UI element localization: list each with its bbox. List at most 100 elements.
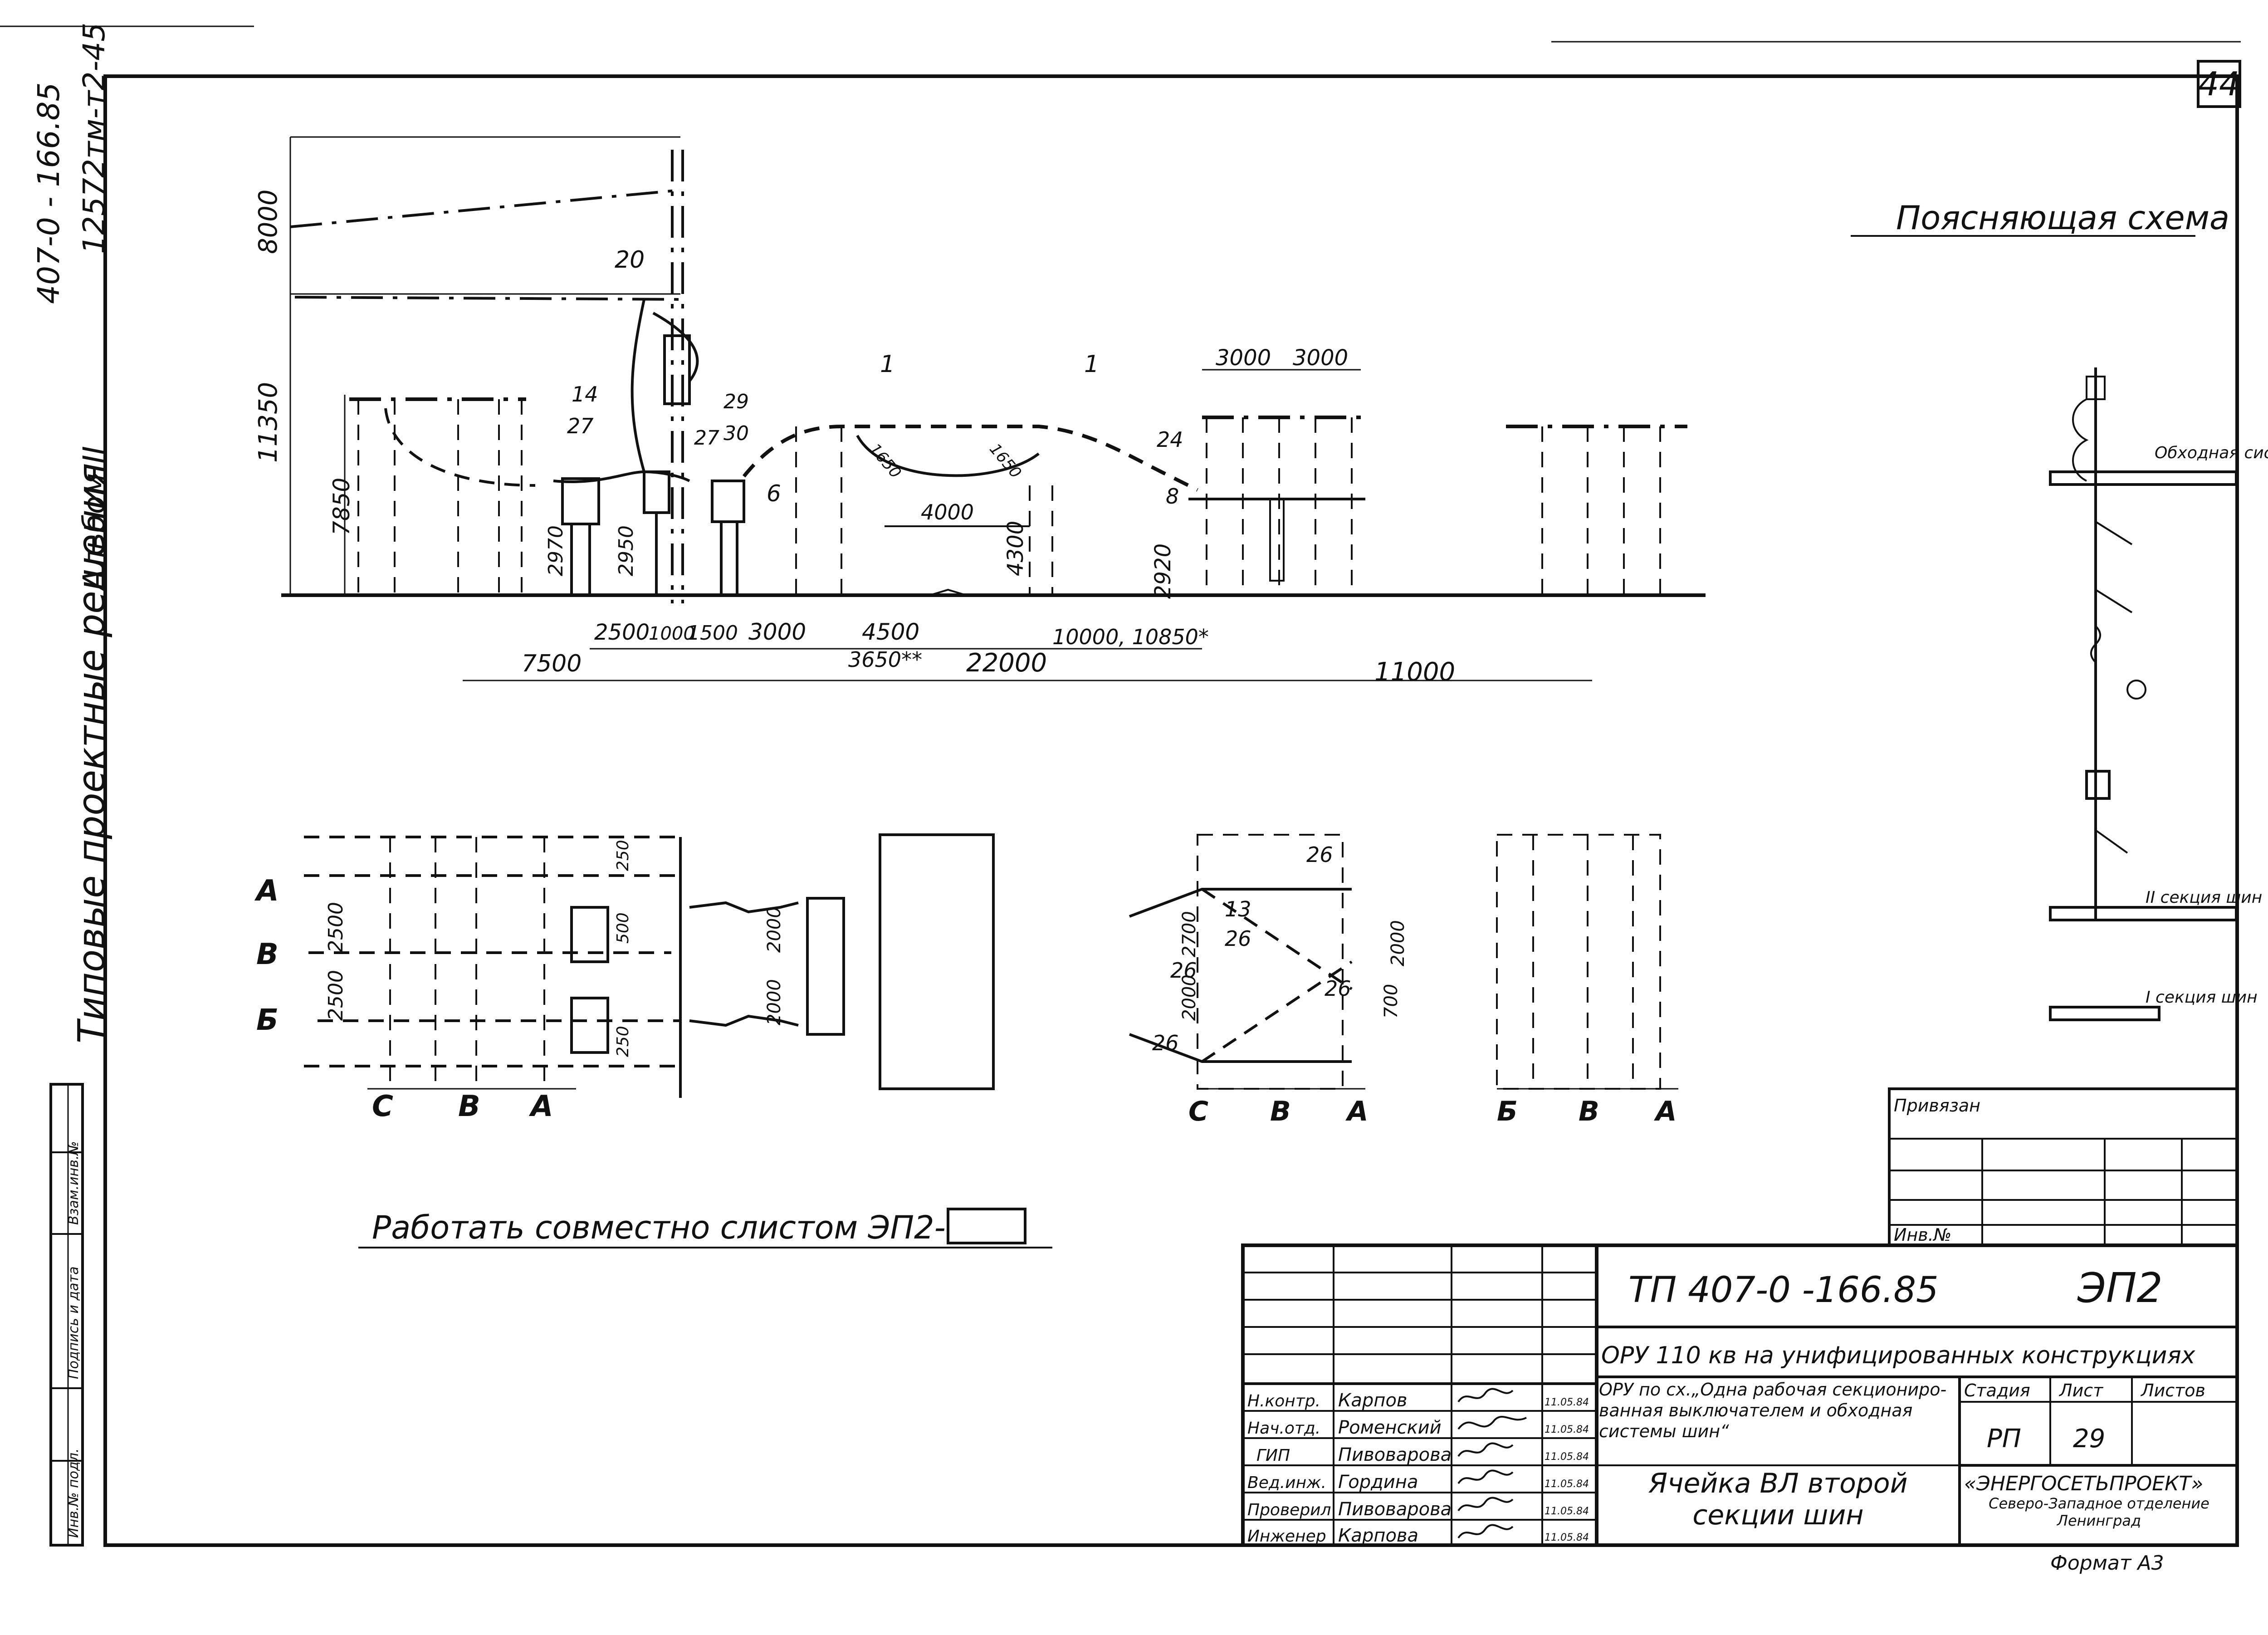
dim-2500: 2500: [594, 620, 650, 645]
dim-3000-b: 3000: [1293, 345, 1348, 371]
signature-table: Н.контр. Карпов 11.05.84 Нач.отд. Роменс…: [1247, 1388, 1589, 1546]
axis-left-v: В: [256, 938, 279, 971]
callout-14: 14: [572, 382, 598, 406]
scheme-section2-label: II секция шин: [2146, 888, 2262, 907]
object-title: ОРУ 110 кв на унифицированных конструкци…: [1601, 1342, 2196, 1369]
dim-4300: 4300: [1003, 521, 1028, 576]
sheet-code: ЭП2: [2077, 1264, 2163, 1312]
dim-3650: 3650**: [848, 647, 922, 672]
sig-date-6: 11.05.84: [1545, 1532, 1589, 1543]
sheets-header: Листов: [2140, 1380, 2205, 1400]
plan-axes: А В Б С В А С В А Б В А: [254, 874, 1677, 1127]
scheme-title: Поясняющая схема: [1896, 199, 2229, 237]
axis-bottom3-v: В: [1579, 1096, 1599, 1127]
organization: «ЭНЕРГОСЕТЬПРОЕКТ»: [1964, 1472, 2203, 1495]
axis-bottom3-a: А: [1654, 1096, 1677, 1127]
series-code: 407-0 - 166.85: [31, 83, 66, 304]
callout-6: 6: [767, 480, 781, 507]
joint-note: Работать совместно слистом ЭП2-: [358, 1208, 1052, 1248]
dim-3000-a: 3000: [1216, 345, 1271, 371]
sig-role-5: Проверил: [1247, 1501, 1331, 1519]
callout-29: 29: [723, 390, 749, 413]
plan-callout-26-b: 26: [1225, 926, 1251, 951]
album-label: Альбом II: [77, 446, 112, 592]
branch: Северо-Западное отделение Ленинград: [1989, 1495, 2209, 1529]
plan-callout-26-a: 26: [1306, 842, 1333, 867]
dim-1000: 1000: [649, 623, 695, 644]
sheet-frame: 44: [0, 25, 2241, 1547]
dim-11350: 11350: [254, 382, 283, 463]
callout-24: 24: [1157, 427, 1183, 452]
dim-22000: 22000: [966, 648, 1047, 678]
plan-callout-13: 13: [1225, 897, 1251, 921]
plan-callout-26-d: 26: [1325, 976, 1351, 1001]
margin-texts: 407-0 - 166.85 Альбом II 12572тм-т2-45 Т…: [31, 23, 113, 1043]
dim-3000: 3000: [748, 619, 806, 645]
axis-bottom1-a: А: [528, 1090, 553, 1123]
sig-name-3: Пивоварова: [1338, 1444, 1452, 1465]
plan-dim-500: 500: [614, 912, 632, 944]
sig-name-6: Карпова: [1338, 1525, 1418, 1546]
plan-view: [304, 833, 1678, 1098]
sig-date-4: 11.05.84: [1545, 1478, 1589, 1490]
sig-name-5: Пивоварова: [1338, 1499, 1452, 1520]
plan-dim-2700: 2700: [1179, 911, 1200, 957]
scheme-bypass-label: Обходная система шин: [2155, 444, 2268, 462]
plan-dim-250-b: 250: [614, 1026, 632, 1057]
collection-title: Типовые проектные решения: [70, 463, 113, 1043]
binding-label: Привязан: [1894, 1096, 1980, 1116]
plan-callout-26-e: 26: [1152, 1031, 1179, 1055]
plan-dim-250-a: 250: [614, 840, 632, 871]
sheet-header: Лист: [2058, 1380, 2104, 1400]
dim-2950: 2950: [615, 525, 638, 576]
signature-scribble-4: [1457, 1469, 1514, 1484]
dim-2920: 2920: [1150, 543, 1176, 599]
signature-scribble-6: [1457, 1524, 1514, 1539]
section-view: [281, 136, 1706, 681]
section-dimensions: 8000 11350 7850 2970 2950 4300 2920 2500…: [254, 189, 1455, 687]
dim-2970: 2970: [544, 525, 567, 576]
callout-1-b: 1: [1084, 351, 1099, 378]
signature-scribble-3: [1457, 1442, 1514, 1457]
plan-dim-2000-a: 2000: [764, 906, 785, 953]
note-sheet-box: [947, 1208, 1026, 1244]
callout-30: 30: [723, 422, 749, 445]
axis-bottom2-a: А: [1345, 1096, 1368, 1127]
dim-8000: 8000: [254, 189, 283, 254]
binding-block: Привязан Инв.№: [1888, 1087, 2239, 1247]
sig-date-5: 11.05.84: [1545, 1506, 1589, 1517]
stamp-signature-date: Подпись и дата: [66, 1267, 82, 1380]
dim-4000: 4000: [921, 500, 974, 524]
sig-date-3: 11.05.84: [1545, 1451, 1589, 1463]
sig-name-2: Роменский: [1338, 1417, 1442, 1438]
dim-4500: 4500: [862, 619, 919, 645]
scheme-section1-label: I секция шин: [2146, 988, 2258, 1007]
plan-dimensions: 2500 2500 250 500 250 2000 2000 2700 200…: [324, 840, 1408, 1057]
side-stamp: Инв.№ подл. Подпись и дата Взам.инв.№: [49, 1083, 84, 1547]
sheet-number: 44: [2198, 65, 2240, 103]
callout-20: 20: [615, 246, 645, 274]
signature-scribble-2: [1457, 1415, 1527, 1430]
sig-role-1: Н.контр.: [1247, 1392, 1320, 1410]
project-code: ТП 407-0 -166.85: [1628, 1270, 1939, 1311]
explanatory-scheme: Поясняющая схема Обходная система шин II…: [1851, 199, 2268, 1021]
sig-role-2: Нач.отд.: [1247, 1419, 1320, 1438]
sheet-value: 29: [2073, 1424, 2105, 1454]
axis-left-a: А: [254, 874, 279, 908]
stage-header: Стадия: [1964, 1380, 2030, 1400]
title-block: ТП 407-0 -166.85 ЭП2 ОРУ 110 кв на унифи…: [1241, 1243, 2239, 1575]
plan-dim-2000-c: 2000: [1179, 974, 1200, 1021]
sig-role-3: ГИП: [1256, 1446, 1290, 1465]
plan-dim-2000-d: 2000: [1388, 920, 1408, 966]
section-callouts: 20 14 27 29 27 30 6 1 1 24 8: [567, 246, 1183, 509]
dim-1650-a: 1650: [865, 440, 904, 482]
dim-7850: 7850: [328, 478, 355, 535]
note-text: Работать совместно слистом ЭП2-: [372, 1209, 946, 1246]
scheme-description: ОРУ по сх.„Одна рабочая секциониро-ванна…: [1599, 1380, 1947, 1441]
axis-bottom1-v: В: [458, 1090, 480, 1123]
plan-dim-700: 700: [1381, 984, 1402, 1018]
binding-inv-label: Инв.№: [1894, 1225, 1951, 1245]
format-label: Формат А3: [2050, 1552, 2164, 1575]
stamp-inv-no: Инв.№ подл.: [66, 1449, 82, 1538]
